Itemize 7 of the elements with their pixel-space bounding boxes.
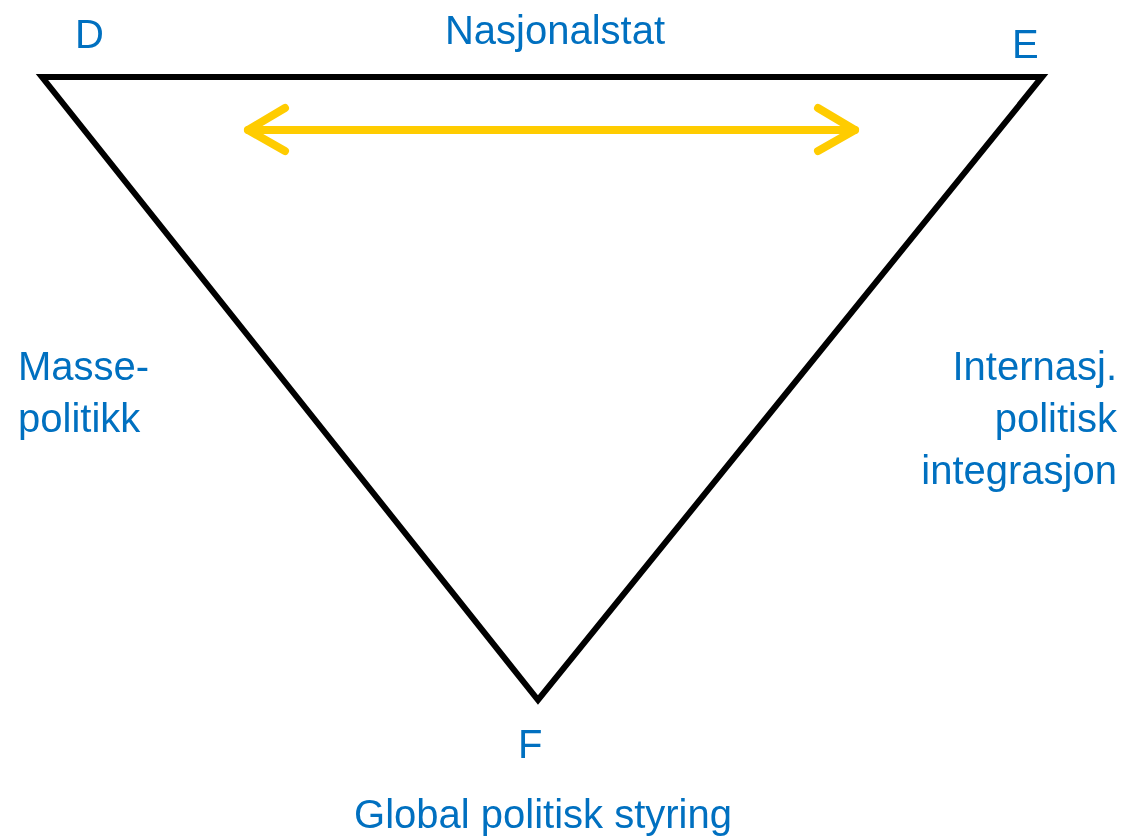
label-text: Internasj. politisk integrasjon [920, 343, 1117, 494]
label-text: D [75, 11, 104, 58]
label-text: F [518, 721, 543, 768]
label-text: Global politisk styring [353, 791, 733, 838]
label-text: Nasjonalstat [443, 7, 667, 54]
label-text: Masse- politikk [18, 343, 151, 442]
label-text: E [1012, 21, 1039, 68]
